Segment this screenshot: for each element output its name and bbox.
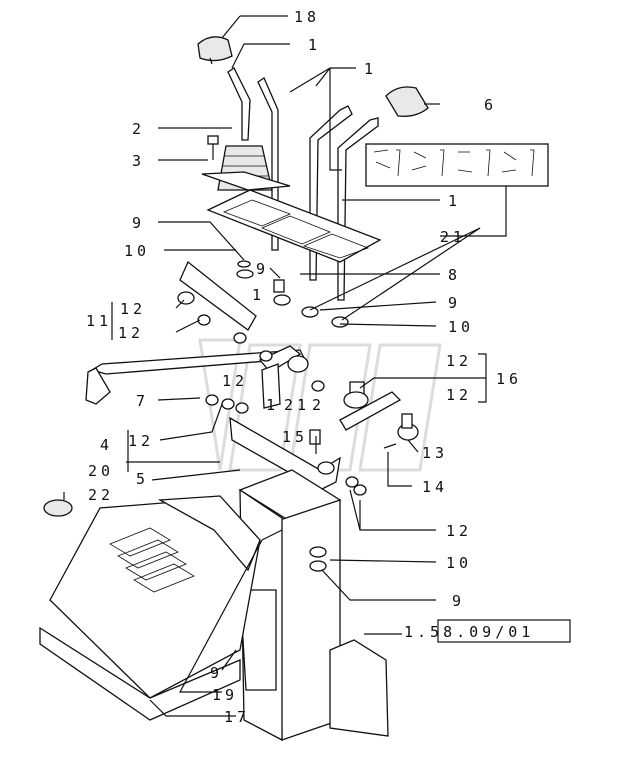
callout-17: 17 [224, 708, 250, 726]
figure-reference-text: 1.58.09/01 [404, 623, 534, 641]
side-plate [329, 639, 389, 737]
callout-10: 10 [446, 554, 472, 572]
callout-14: 14 [422, 478, 448, 496]
screw-3 [207, 135, 219, 160]
callout-11: 11 [86, 312, 112, 330]
callout-7: 7 [136, 392, 149, 410]
callout-12: 12 [118, 324, 144, 342]
lever-boot-2 [201, 145, 291, 191]
callout-9: 9 [132, 214, 145, 232]
shaft-7 [85, 349, 306, 405]
callout-6: 6 [484, 96, 497, 114]
callout-1: 1 [252, 286, 265, 304]
callout-3: 3 [132, 152, 145, 170]
callout-12: 12 [446, 522, 472, 540]
linkage-bracket-11 [177, 260, 257, 344]
callout-2: 2 [312, 396, 325, 414]
callout-16: 16 [496, 370, 522, 388]
callouts: 18 1 1 2 3 6 1 21 9 10 9 1 8 12 11 12 9 … [86, 8, 522, 726]
lever-knob-18 [197, 36, 233, 65]
small-washers-12 [205, 394, 249, 414]
gate-plate [206, 189, 382, 263]
support-column [238, 469, 342, 742]
callout-10: 10 [124, 242, 150, 260]
callout-21: 21 [284, 396, 310, 414]
lever-washers [236, 260, 349, 328]
linkage-arms [258, 345, 325, 409]
mounting-bracket-5 [229, 416, 367, 496]
cap-22 [43, 492, 73, 517]
callout-8: 8 [448, 266, 461, 284]
callout-13: 13 [422, 444, 448, 462]
pivot-parts-16 [339, 381, 419, 449]
callout-9: 9 [210, 664, 223, 682]
callout-15: 15 [282, 428, 308, 446]
callout-9: 9 [452, 592, 465, 610]
callout-12: 12 [446, 386, 472, 404]
callout-18: 18 [294, 8, 320, 26]
callout-9: 9 [448, 294, 461, 312]
callout-20: 20 [88, 462, 114, 480]
callout-1: 1 [308, 36, 321, 54]
callout-12: 12 [446, 352, 472, 370]
callout-4: 4 [100, 436, 113, 454]
callout-9: 9 [256, 260, 269, 278]
callout-1: 1 [266, 396, 279, 414]
callout-22: 22 [88, 486, 114, 504]
pin-19 [261, 529, 283, 541]
callout-1: 1 [448, 192, 461, 210]
callout-2: 2 [132, 120, 145, 138]
callout-12: 12 [120, 300, 146, 318]
figure-reference: 1.58.09/01 [404, 619, 571, 643]
cover-17 [39, 495, 261, 721]
callout-5: 5 [136, 470, 149, 488]
callout-12: 12 [222, 372, 248, 390]
lever-knob-6 [385, 86, 429, 117]
callout-12: 12 [128, 432, 154, 450]
callout-19: 19 [212, 686, 238, 704]
leader-lines [111, 15, 507, 717]
callout-21: 21 [440, 228, 466, 246]
decal-21 [365, 143, 549, 187]
callout-10: 10 [448, 318, 474, 336]
callout-1: 1 [364, 60, 377, 78]
